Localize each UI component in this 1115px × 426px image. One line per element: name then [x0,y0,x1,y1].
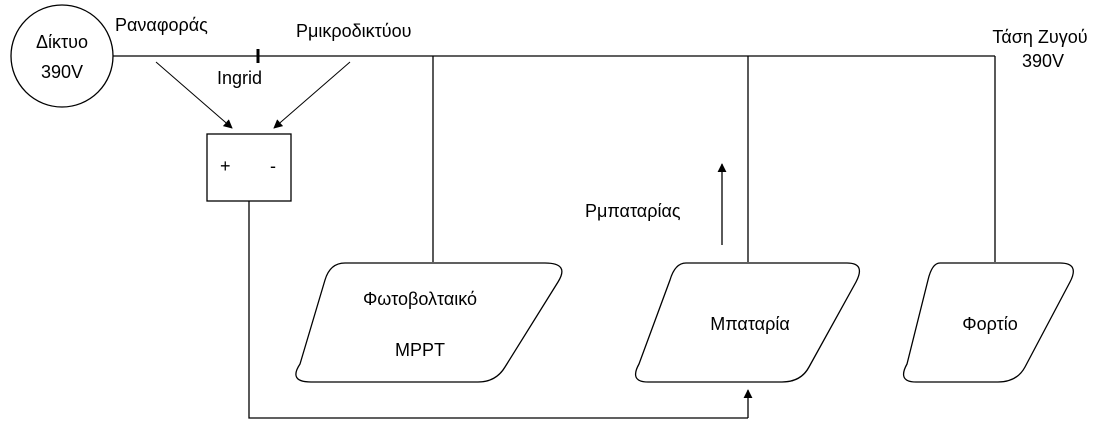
grid-node-label: Δίκτυο [36,32,88,52]
pv-label: Φωτοβολταικό [363,289,477,309]
bus-voltage-value: 390V [1022,51,1064,71]
pv-block: Φωτοβολταικό MPPT [295,262,563,383]
reference-arrow [155,61,233,129]
load-block: Φορτίο [902,262,1074,383]
bus-voltage-label: Τάση Ζυγού [992,27,1087,47]
grid-node: Δίκτυο 390V [10,4,114,108]
load-label: Φορτίο [962,314,1017,334]
comparator-block: + - [206,133,292,202]
reference-power-label: Ραναφοράς [115,15,208,35]
microgrid-arrow [273,61,351,129]
control-feedback-line [248,201,748,419]
pv-mppt-label: MPPT [395,340,445,360]
comparator-plus: + [220,156,231,176]
grid-node-circle [10,4,114,108]
load-shape [902,262,1074,383]
grid-node-voltage: 390V [41,62,83,82]
microgrid-power-label: Ρμικροδικτύου [296,21,411,41]
ingrid-label: Ingrid [217,68,262,88]
comparator-minus: - [270,156,276,176]
main-bus [113,49,996,262]
battery-block: Μπαταρία [634,262,861,383]
battery-shape [634,262,861,383]
battery-label: Μπαταρία [710,314,789,334]
pv-shape [295,262,563,383]
battery-power-label: Ρμπαταρίας [585,201,681,221]
